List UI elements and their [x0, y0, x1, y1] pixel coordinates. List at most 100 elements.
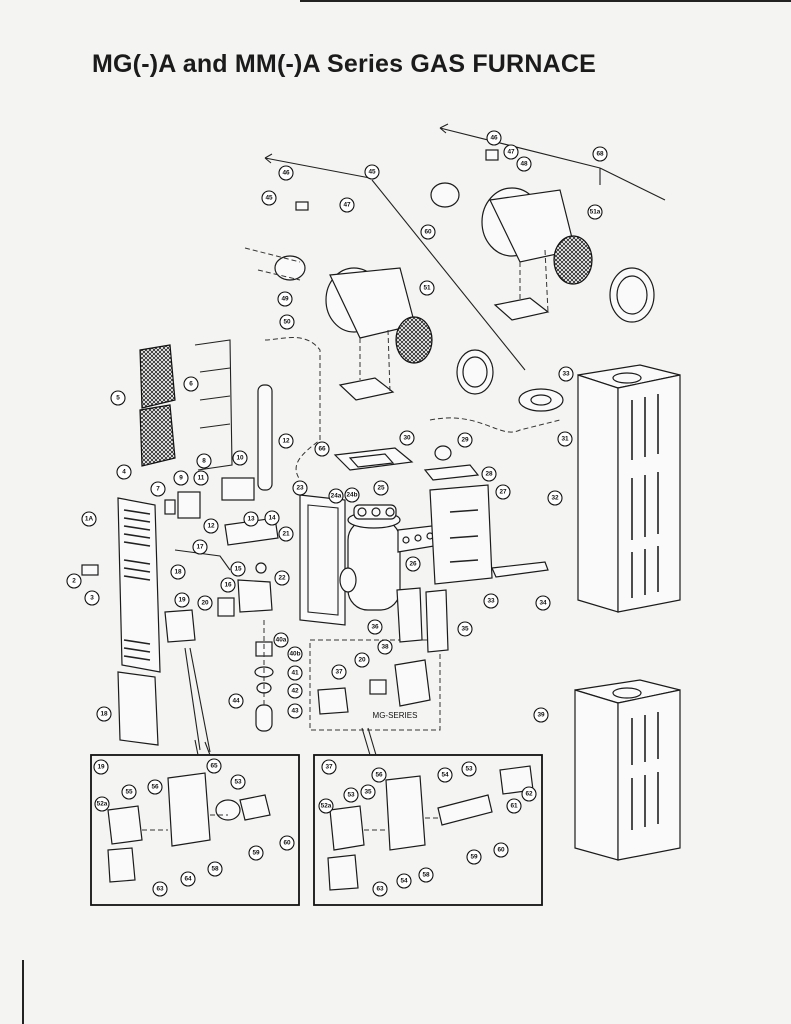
filter-grilles: [139, 339, 233, 471]
svg-text:2: 2: [72, 578, 76, 585]
svg-text:21: 21: [282, 531, 290, 538]
svg-text:55: 55: [125, 789, 133, 796]
svg-text:32: 32: [551, 495, 559, 502]
svg-text:28: 28: [485, 471, 493, 478]
callout-24a: 24a: [328, 488, 344, 504]
callout-64: 64: [180, 871, 196, 887]
svg-text:19: 19: [97, 764, 105, 771]
svg-text:33: 33: [487, 598, 495, 605]
callout-56: 56: [147, 779, 163, 795]
svg-text:18: 18: [100, 711, 108, 718]
svg-text:26: 26: [409, 561, 417, 568]
svg-text:34: 34: [539, 600, 547, 607]
svg-text:6: 6: [189, 381, 193, 388]
callout-35b: 35: [360, 784, 376, 800]
callout-65: 65: [206, 758, 222, 774]
callout-10: 10: [232, 450, 248, 466]
upper-blower-assembly: [430, 149, 655, 323]
callout-52a: 52a: [94, 796, 110, 812]
callout-48: 48: [516, 156, 532, 172]
callout-47: 47: [503, 144, 519, 160]
svg-text:60: 60: [497, 847, 505, 854]
callout-39: 39: [533, 707, 549, 723]
callout-29: 29: [457, 432, 473, 448]
svg-text:38: 38: [381, 644, 389, 651]
page-title: MG(-)A and MM(-)A Series GAS FURNACE: [92, 50, 596, 78]
svg-text:59: 59: [470, 854, 478, 861]
callout-40a: 40a: [273, 632, 289, 648]
relay-stack: [254, 620, 274, 732]
svg-text:49: 49: [281, 296, 289, 303]
callout-43: 43: [287, 703, 303, 719]
callout-58b: 58: [418, 867, 434, 883]
svg-text:22: 22: [278, 575, 286, 582]
cabinet-lower: [574, 679, 681, 861]
svg-text:47: 47: [343, 202, 351, 209]
callout-36: 36: [367, 619, 383, 635]
callout-3: 3: [84, 590, 100, 606]
svg-text:58: 58: [211, 866, 219, 873]
callout-19: 19: [174, 592, 190, 608]
svg-text:43: 43: [291, 708, 299, 715]
callout-49: 49: [277, 291, 293, 307]
cabinet-upper: [577, 364, 681, 613]
svg-text:59: 59: [252, 850, 260, 857]
callout-20: 20: [197, 595, 213, 611]
callout-46b: 46: [278, 165, 294, 181]
callout-52a-b: 52a: [318, 798, 334, 814]
svg-text:33: 33: [562, 371, 570, 378]
svg-text:66: 66: [318, 446, 326, 453]
gas-valve-assembly: [164, 477, 279, 753]
svg-text:52a: 52a: [97, 801, 108, 808]
svg-text:54: 54: [400, 878, 408, 885]
detail-box-37: [313, 754, 543, 906]
callout-17: 17: [192, 539, 208, 555]
callout-53c: 53: [343, 787, 359, 803]
svg-text:11: 11: [198, 475, 205, 482]
callout-box-37: 37: [321, 759, 337, 775]
svg-text:9: 9: [179, 475, 183, 482]
callout-60b: 60: [279, 835, 295, 851]
svg-text:53: 53: [465, 766, 473, 773]
svg-text:16: 16: [224, 582, 232, 589]
callout-27: 27: [495, 484, 511, 500]
svg-text:60: 60: [424, 229, 432, 236]
callout-51a: 51a: [587, 204, 603, 220]
callout-59: 59: [248, 845, 264, 861]
callout-66: 66: [314, 441, 330, 457]
svg-text:15: 15: [234, 566, 242, 573]
callout-45b: 45: [261, 190, 277, 206]
svg-text:29: 29: [461, 437, 469, 444]
svg-text:48: 48: [520, 161, 528, 168]
svg-text:51a: 51a: [590, 209, 601, 216]
callout-47b: 47: [339, 197, 355, 213]
svg-text:47: 47: [507, 149, 515, 156]
callout-1A: 1A: [81, 511, 97, 527]
svg-text:3: 3: [90, 595, 94, 602]
svg-text:65: 65: [210, 763, 218, 770]
svg-text:39: 39: [537, 712, 545, 719]
svg-text:42: 42: [291, 688, 299, 695]
callout-2: 2: [66, 573, 82, 589]
callout-26: 26: [405, 556, 421, 572]
svg-text:63: 63: [156, 886, 164, 893]
svg-text:35: 35: [461, 626, 469, 633]
callout-13: 13: [243, 511, 259, 527]
svg-text:7: 7: [156, 486, 160, 493]
svg-text:50: 50: [283, 319, 291, 326]
svg-text:54: 54: [441, 772, 449, 779]
callout-9: 9: [173, 470, 189, 486]
svg-text:8: 8: [202, 458, 206, 465]
svg-text:45: 45: [368, 169, 376, 176]
lower-blower-assembly: [244, 201, 494, 401]
callout-25: 25: [373, 480, 389, 496]
callout-8: 8: [196, 453, 212, 469]
callout-44: 44: [228, 693, 244, 709]
svg-text:20: 20: [358, 657, 366, 664]
callout-46: 46: [486, 130, 502, 146]
callout-40b: 40b: [287, 646, 303, 662]
callout-24b: 24b: [344, 487, 360, 503]
top-plates: [333, 388, 564, 481]
callout-62: 62: [521, 786, 537, 802]
svg-text:45: 45: [265, 195, 273, 202]
